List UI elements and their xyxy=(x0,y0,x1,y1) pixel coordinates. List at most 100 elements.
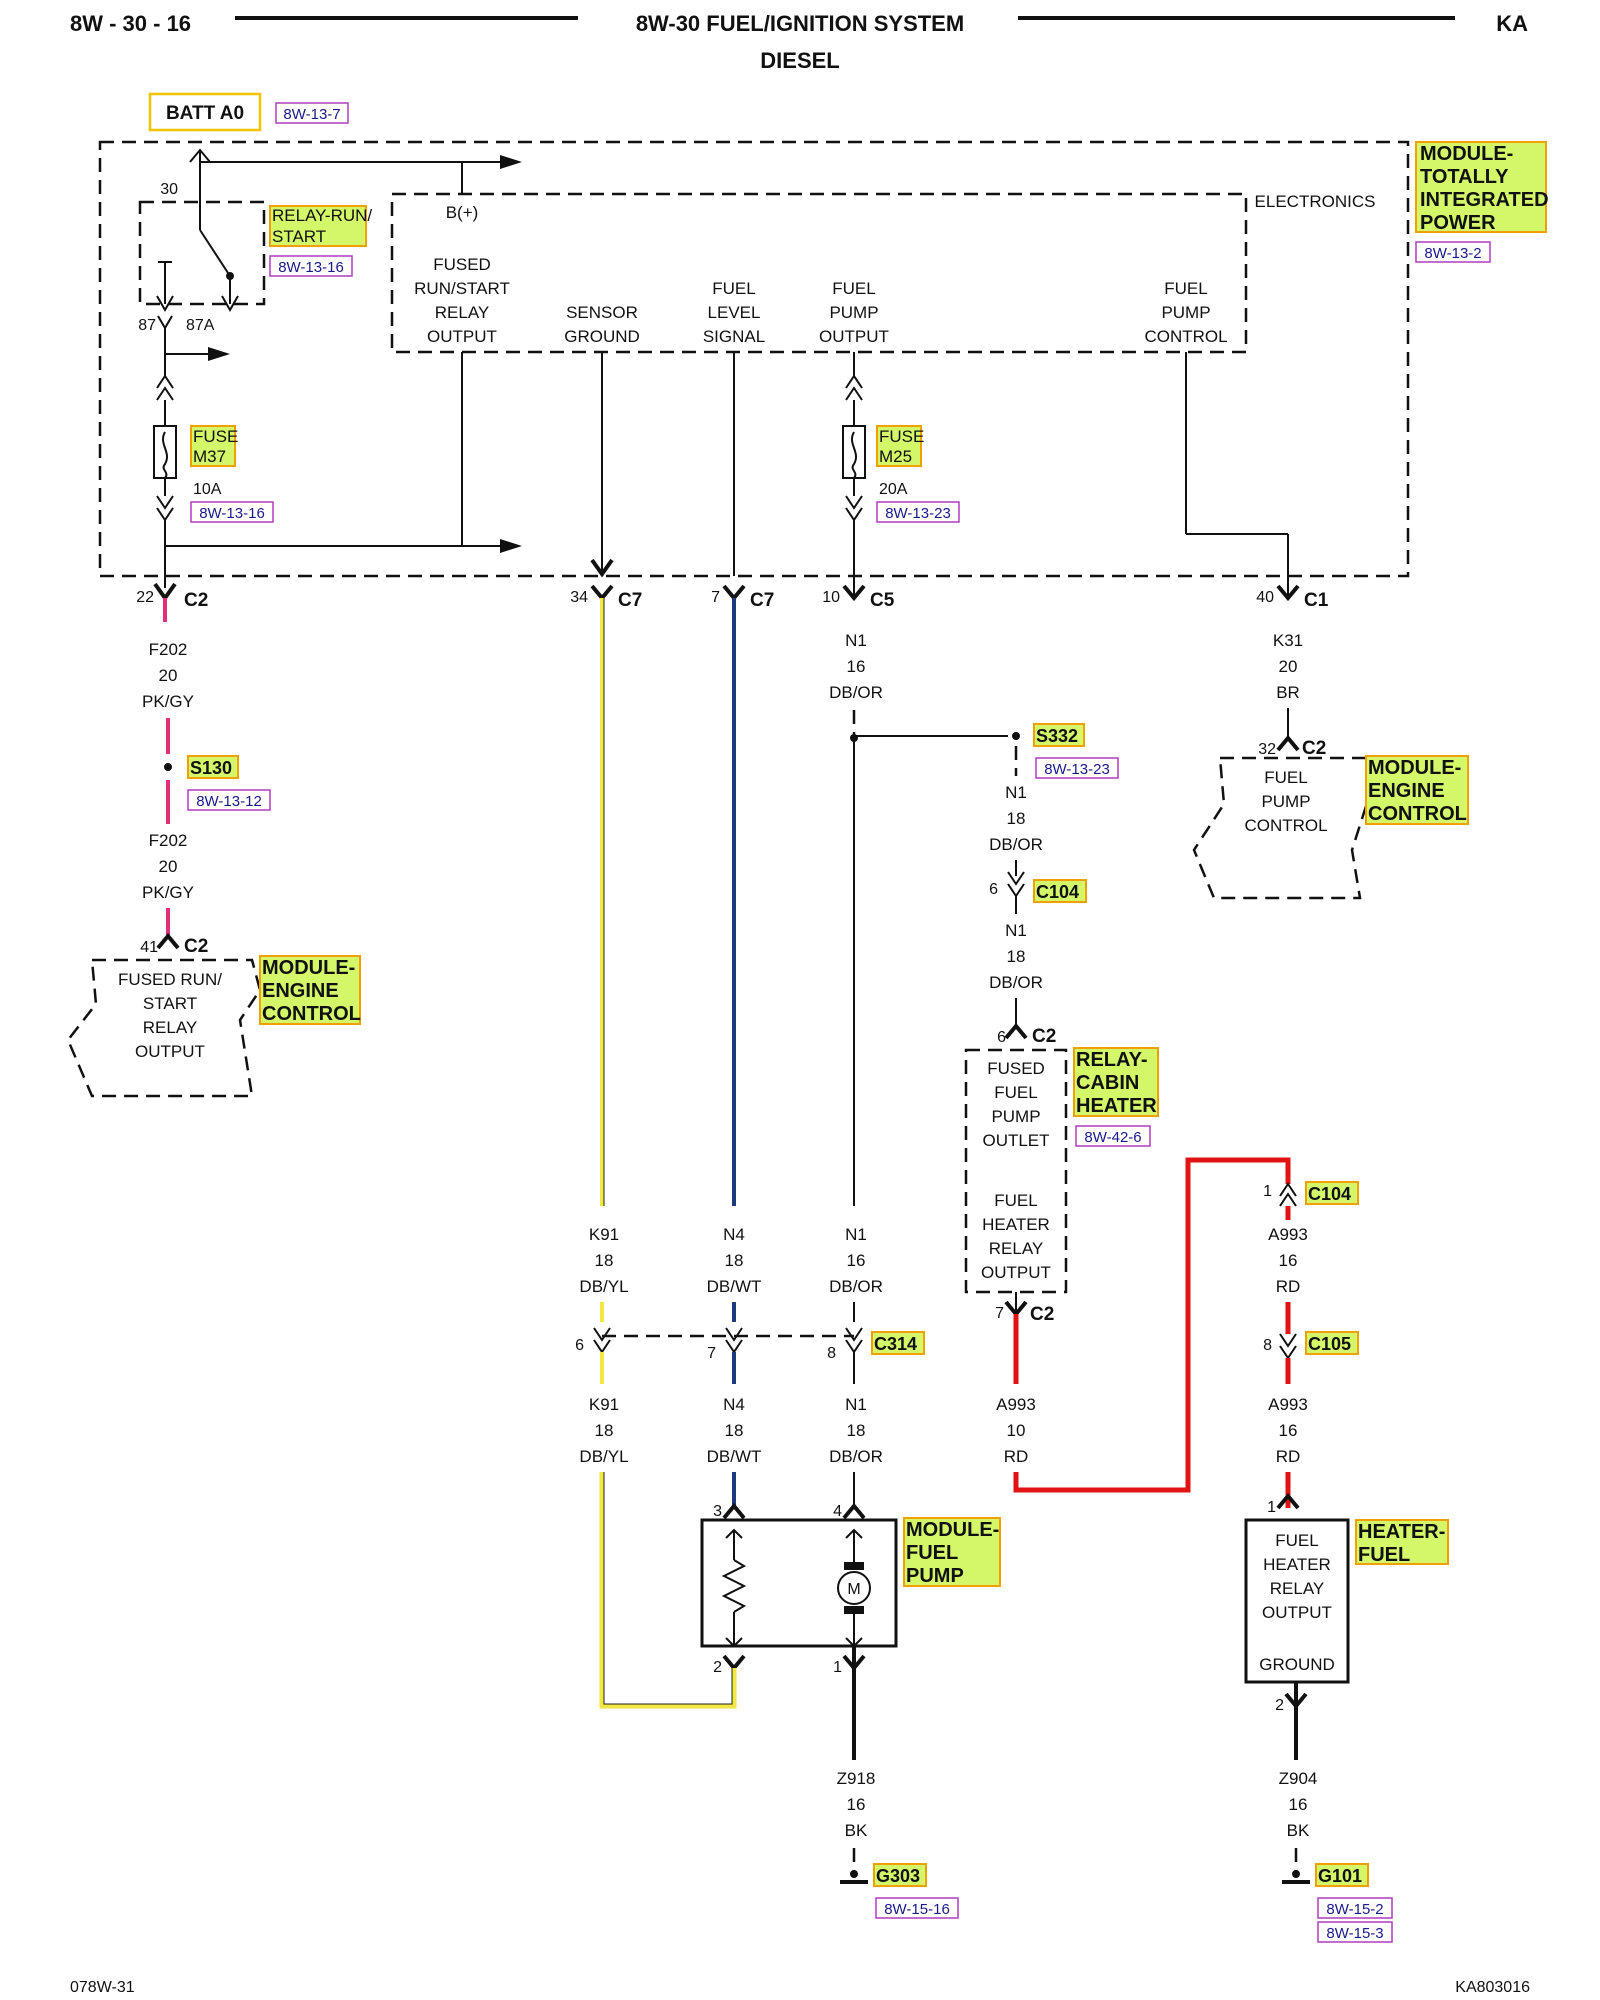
splice-s332-ref-link[interactable]: 8W-13-23 xyxy=(1044,761,1110,778)
relay-ref-link[interactable]: 8W-13-16 xyxy=(278,259,344,276)
svg-text:FUSED RUN/: FUSED RUN/ xyxy=(118,970,222,989)
pump-pin-3: 3 xyxy=(713,1503,722,1520)
svg-text:Z904: Z904 xyxy=(1279,1769,1318,1788)
wire-k91-a-label: K91 18 DB/YL xyxy=(578,1222,629,1302)
fuse-m25-label: FUSE M25 xyxy=(876,425,924,467)
pin-87a: 87A xyxy=(186,317,215,334)
relay-run-start-box xyxy=(138,200,266,306)
svg-text:10: 10 xyxy=(1007,1421,1026,1440)
conn-c2-6-name: C2 xyxy=(1032,1026,1056,1047)
svg-text:ENGINE: ENGINE xyxy=(262,980,339,1002)
splice-s130-label: S130 xyxy=(190,758,232,778)
svg-text:BR: BR xyxy=(1276,683,1300,702)
svg-text:16: 16 xyxy=(847,1795,866,1814)
ecm-left-label: MODULE- ENGINE CONTROL xyxy=(259,955,361,1025)
svg-text:16: 16 xyxy=(847,657,866,676)
svg-text:MODULE-: MODULE- xyxy=(262,957,355,979)
svg-text:M37: M37 xyxy=(193,447,226,466)
fuse-m37-ref-link[interactable]: 8W-13-16 xyxy=(199,505,265,522)
svg-text:FUEL: FUEL xyxy=(712,279,755,298)
col-fuel-pump-control: FUEL PUMP CONTROL xyxy=(1144,279,1227,346)
col-fuel-level-signal: FUEL LEVEL SIGNAL xyxy=(703,279,765,346)
svg-text:FUSED: FUSED xyxy=(987,1059,1045,1078)
svg-text:DB/OR: DB/OR xyxy=(829,683,883,702)
conn-c2-32-pin: 32 xyxy=(1258,741,1276,758)
fuse-m25-ref-link[interactable]: 8W-13-23 xyxy=(885,505,951,522)
svg-text:CONTROL: CONTROL xyxy=(1368,803,1467,825)
svg-text:FUEL: FUEL xyxy=(994,1083,1037,1102)
ecm-right-label: MODULE- ENGINE CONTROL xyxy=(1365,755,1469,825)
ground-g303-label: G303 xyxy=(876,1866,920,1886)
wire-a993-c-label: A993 16 RD xyxy=(1268,1395,1308,1466)
relay-cabin-body-bottom: FUEL HEATER RELAY OUTPUT xyxy=(981,1191,1051,1282)
svg-text:HEATER-: HEATER- xyxy=(1358,1521,1445,1543)
heater-pin-2: 2 xyxy=(1275,1697,1284,1714)
svg-text:LEVEL: LEVEL xyxy=(708,303,761,322)
conn-c1-40-name: C1 xyxy=(1304,590,1329,611)
svg-text:Z918: Z918 xyxy=(837,1769,876,1788)
svg-text:GROUND: GROUND xyxy=(564,327,640,346)
svg-text:OUTPUT: OUTPUT xyxy=(135,1042,205,1061)
svg-text:BK: BK xyxy=(1287,1821,1310,1840)
ground-g101-label: G101 xyxy=(1318,1866,1362,1886)
svg-text:SENSOR: SENSOR xyxy=(566,303,638,322)
svg-text:DB/OR: DB/OR xyxy=(829,1447,883,1466)
wire-z904-label: Z904 16 BK xyxy=(1279,1769,1318,1840)
heater-fuel-box xyxy=(1244,1518,1350,1684)
wire-f202-a-label: F202 20 PK/GY xyxy=(142,640,194,711)
col-fuel-pump-output: FUEL PUMP OUTPUT xyxy=(819,279,889,346)
splice-s332-label: S332 xyxy=(1036,726,1078,746)
ground-g101-ref-1[interactable]: 8W-15-2 xyxy=(1326,1901,1383,1918)
svg-text:A993: A993 xyxy=(1268,1395,1308,1414)
svg-text:18: 18 xyxy=(725,1251,744,1270)
svg-text:DB/OR: DB/OR xyxy=(989,973,1043,992)
svg-text:HEATER: HEATER xyxy=(1263,1555,1331,1574)
svg-text:RUN/START: RUN/START xyxy=(414,279,510,298)
conn-c2-41-name: C2 xyxy=(184,936,208,957)
batt-ref-link[interactable]: 8W-13-7 xyxy=(283,106,340,123)
ecm-left-box xyxy=(66,958,262,1098)
svg-text:BK: BK xyxy=(845,1821,868,1840)
svg-text:FUEL: FUEL xyxy=(906,1542,958,1564)
wire-a993-a-label: A993 10 RD xyxy=(996,1395,1036,1466)
conn-c314-7-pin: 7 xyxy=(707,1345,716,1362)
svg-text:18: 18 xyxy=(1007,947,1026,966)
conn-c7-34-name: C7 xyxy=(618,590,642,611)
page-title: 8W-30 FUEL/IGNITION SYSTEM xyxy=(636,11,964,36)
relay-cabin-body-top: FUSED FUEL PUMP OUTLET xyxy=(982,1059,1049,1150)
ground-g101-ref-2[interactable]: 8W-15-3 xyxy=(1326,1925,1383,1942)
svg-text:HEATER: HEATER xyxy=(1076,1095,1157,1117)
conn-c5-10-pin: 10 xyxy=(822,589,840,606)
relay-run-start-label: RELAY-RUN/ START xyxy=(269,205,372,247)
splice-s130-dot xyxy=(164,763,172,771)
svg-text:FUSE: FUSE xyxy=(193,427,238,446)
ground-g303-ref-link[interactable]: 8W-15-16 xyxy=(884,1901,950,1918)
svg-text:OUTPUT: OUTPUT xyxy=(1262,1603,1332,1622)
relay-cabin-label: RELAY- CABIN HEATER xyxy=(1073,1047,1159,1117)
relay-cabin-ref-link[interactable]: 8W-42-6 xyxy=(1084,1129,1141,1146)
svg-text:N4: N4 xyxy=(723,1395,745,1414)
svg-text:OUTPUT: OUTPUT xyxy=(981,1263,1051,1282)
svg-text:OUTPUT: OUTPUT xyxy=(427,327,497,346)
svg-text:START: START xyxy=(272,227,326,246)
svg-text:F202: F202 xyxy=(149,640,188,659)
conn-c1-40-pin: 40 xyxy=(1256,589,1274,606)
relay-cabin-heater-box xyxy=(964,1048,1068,1294)
tipm-ref-link[interactable]: 8W-13-2 xyxy=(1424,245,1481,262)
tipm-name-label: MODULE- TOTALLY INTEGRATED POWER xyxy=(1415,141,1549,234)
conn-c104-1-pin: 1 xyxy=(1263,1183,1272,1200)
splice-s130-ref-link[interactable]: 8W-13-12 xyxy=(196,793,262,810)
svg-text:GROUND: GROUND xyxy=(1259,1655,1335,1674)
svg-text:A993: A993 xyxy=(996,1395,1036,1414)
splice-s332-dot xyxy=(1012,732,1020,740)
fuse-m37-amp: 10A xyxy=(193,481,222,498)
wire-a993-b-label: A993 16 RD xyxy=(1268,1225,1308,1296)
wire-k91-b-label: K91 18 DB/YL xyxy=(579,1395,628,1466)
svg-text:FUEL: FUEL xyxy=(1275,1531,1318,1550)
svg-text:PUMP: PUMP xyxy=(829,303,878,322)
svg-text:18: 18 xyxy=(725,1421,744,1440)
svg-text:20: 20 xyxy=(159,666,178,685)
wire-k31-label: K31 20 BR xyxy=(1273,631,1303,702)
conn-c2-6-pin: 6 xyxy=(997,1029,1006,1046)
